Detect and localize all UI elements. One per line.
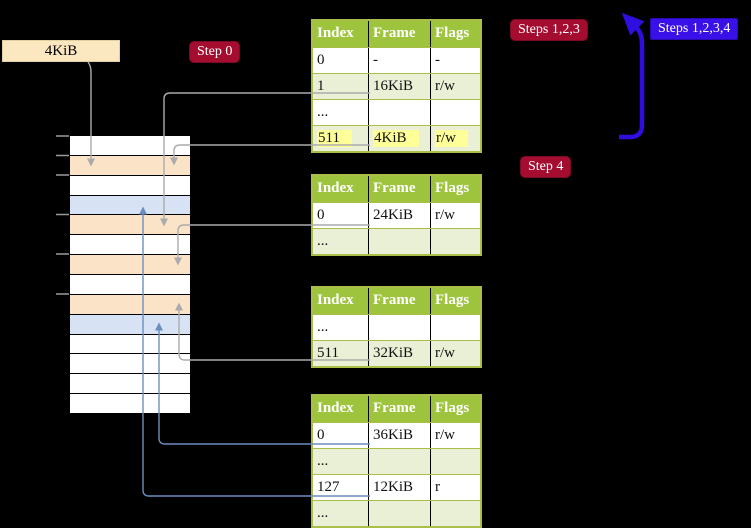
step4-badge: Step 4 bbox=[520, 156, 572, 178]
table-cell: ... bbox=[317, 505, 329, 521]
highlighted-value: 511 bbox=[317, 130, 352, 147]
table-row: ... bbox=[313, 99, 480, 125]
table-cell bbox=[368, 501, 430, 526]
table-cell bbox=[430, 229, 480, 254]
memory-cell-white bbox=[70, 274, 190, 294]
table-cell: ... bbox=[317, 104, 329, 120]
table-cell: ... bbox=[317, 319, 329, 335]
table-cell bbox=[368, 449, 430, 474]
steps-loop-arrow bbox=[619, 12, 645, 140]
table-cell: r/w bbox=[430, 74, 480, 99]
table-cell: 127 bbox=[317, 479, 340, 495]
column-header: Frame bbox=[368, 176, 430, 202]
table-row: ... bbox=[313, 500, 480, 526]
memory-cell-peach bbox=[70, 293, 190, 314]
steps123-badge: Steps 1,2,3 bbox=[510, 19, 588, 41]
table-cell: 4KiB bbox=[368, 126, 430, 151]
column-header: Index bbox=[317, 180, 354, 196]
table-cell: r bbox=[430, 475, 480, 500]
table-cell bbox=[430, 449, 480, 474]
table-cell: r/w bbox=[430, 203, 480, 228]
table-cell: 511 bbox=[313, 126, 368, 151]
memory-cell-white bbox=[70, 136, 190, 155]
column-header: Frame bbox=[368, 288, 430, 314]
memory-cell-peach bbox=[70, 214, 190, 235]
page-size-label: 4KiB bbox=[2, 40, 120, 62]
memory-cell-white bbox=[70, 234, 190, 255]
table-cell bbox=[368, 229, 430, 254]
memory-cell-white bbox=[70, 353, 190, 374]
table-cell bbox=[430, 501, 480, 526]
table-cell: r/w bbox=[430, 126, 480, 151]
column-header: Flags bbox=[430, 396, 480, 422]
steps1234-badge: Steps 1,2,3,4 bbox=[650, 18, 739, 40]
table-row: 0 -- bbox=[313, 47, 480, 73]
column-header: Frame bbox=[368, 21, 430, 47]
table-cell: 16KiB bbox=[368, 74, 430, 99]
highlighted-value: 4KiB bbox=[373, 130, 419, 147]
table-cell: - bbox=[430, 48, 480, 73]
table-cell: 1 bbox=[317, 78, 325, 94]
virtual-memory-stack bbox=[68, 134, 192, 415]
column-header: Flags bbox=[430, 21, 480, 47]
table-cell: ... bbox=[317, 233, 329, 249]
column-header: Flags bbox=[430, 176, 480, 202]
memory-cell-white bbox=[70, 373, 190, 394]
column-header: Frame bbox=[368, 396, 430, 422]
highlighted-value: r/w bbox=[435, 130, 468, 147]
memory-cell-white bbox=[70, 333, 190, 354]
table-row: ... bbox=[313, 228, 480, 254]
table-cell: r/w bbox=[430, 341, 480, 366]
table-cell: 511 bbox=[317, 345, 339, 361]
column-header: Index bbox=[317, 25, 354, 41]
column-header: Index bbox=[317, 292, 354, 308]
column-header: Flags bbox=[430, 288, 480, 314]
table-cell bbox=[430, 315, 480, 340]
memory-cell-blue bbox=[70, 194, 190, 215]
table-cell bbox=[368, 315, 430, 340]
table-cell: 0 bbox=[317, 207, 325, 223]
table-row: ... bbox=[313, 448, 480, 474]
table-cell: ... bbox=[317, 453, 329, 469]
table-cell: 32KiB bbox=[368, 341, 430, 366]
table-cell bbox=[430, 100, 480, 125]
table-cell: 0 bbox=[317, 52, 325, 68]
table-cell: 0 bbox=[317, 427, 325, 443]
table-row: ... bbox=[313, 314, 480, 340]
table-cell: 12KiB bbox=[368, 475, 430, 500]
memory-cell-white bbox=[70, 393, 190, 414]
memory-cell-white bbox=[70, 174, 190, 195]
table-cell: r/w bbox=[430, 423, 480, 448]
memory-cell-peach bbox=[70, 254, 190, 275]
column-header: Index bbox=[317, 400, 354, 416]
table-cell: - bbox=[368, 48, 430, 73]
table-row: 511 4KiB r/w bbox=[313, 125, 480, 151]
table-cell: 24KiB bbox=[368, 203, 430, 228]
memory-cell-blue bbox=[70, 313, 190, 334]
step0-badge: Step 0 bbox=[189, 41, 241, 63]
memory-cell-peach bbox=[70, 154, 190, 175]
table-cell bbox=[368, 100, 430, 125]
table-cell: 36KiB bbox=[368, 423, 430, 448]
